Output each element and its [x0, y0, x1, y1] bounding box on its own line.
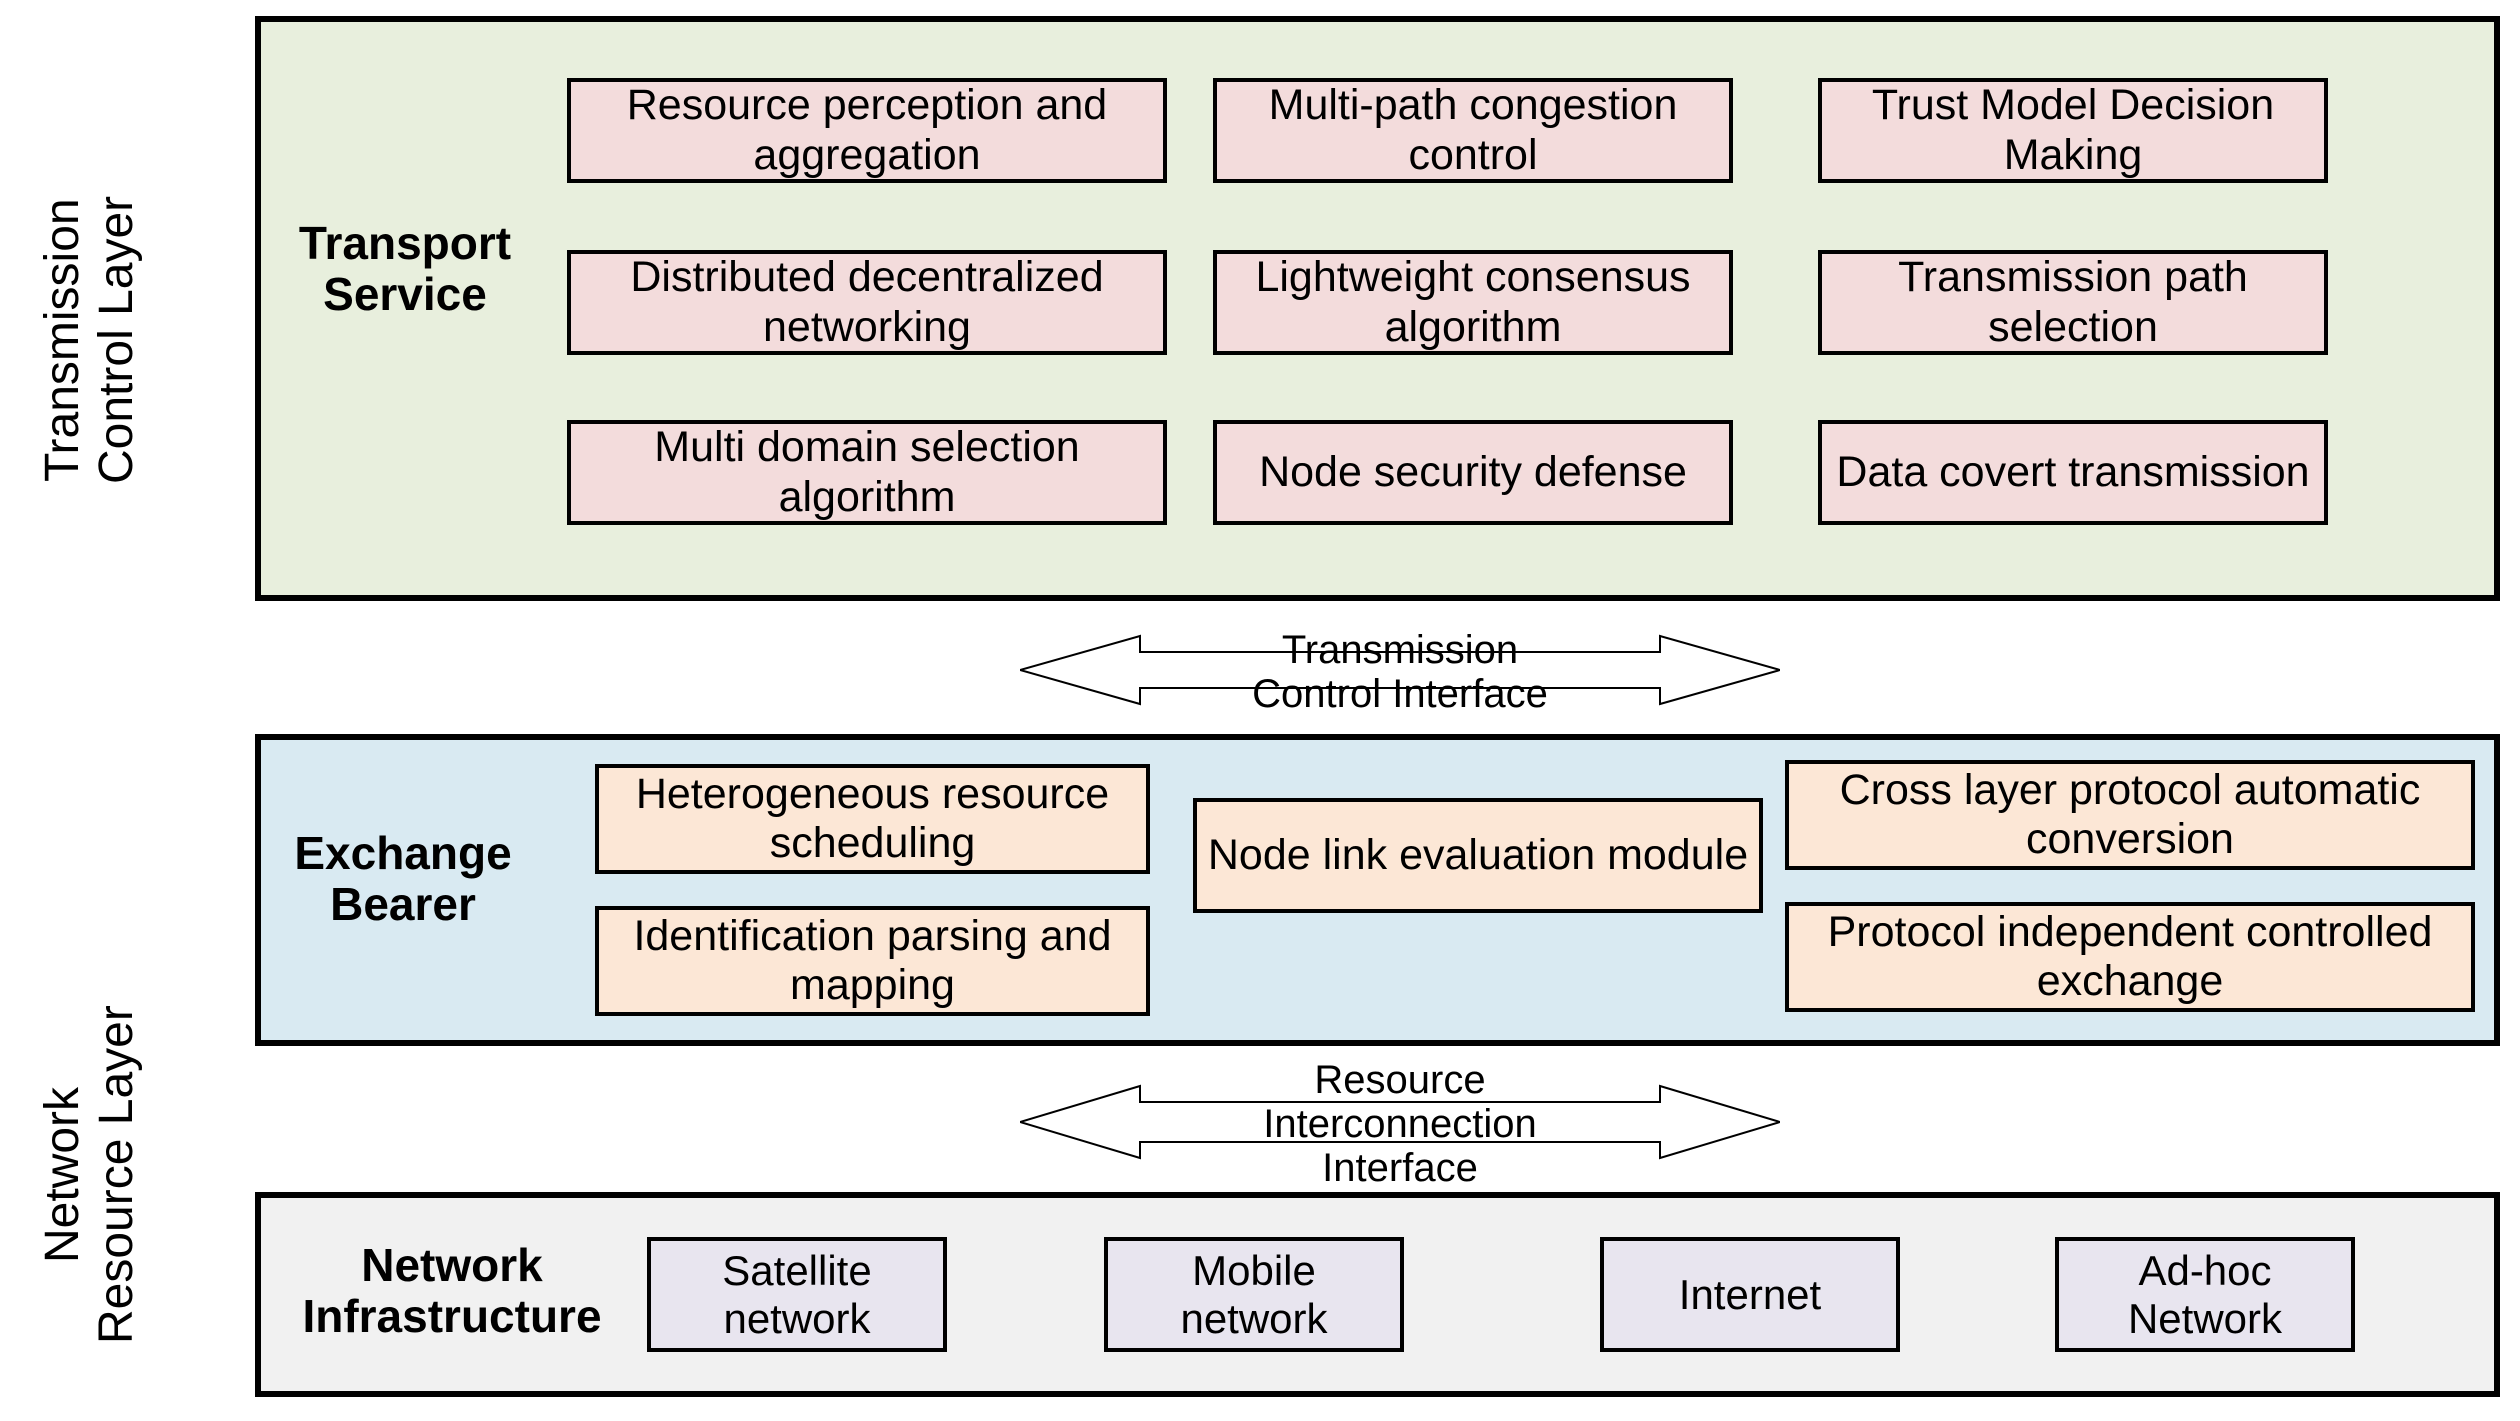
module-heterogeneous-resource-scheduling[interactable]: Heterogeneous resource scheduling [595, 764, 1150, 874]
module-cross-layer-protocol-automatic-conversion[interactable]: Cross layer protocol automatic conversio… [1785, 760, 2475, 870]
transmission-control-interface-connector [1020, 606, 1780, 734]
network-infrastructure-title: Network Infrastructure [302, 1239, 602, 1342]
axis-label-network-resource-layer: Network Resource Layer [36, 1005, 143, 1345]
module-internet[interactable]: Internet [1600, 1237, 1900, 1352]
module-satellite-network[interactable]: Satellite network [647, 1237, 947, 1352]
module-distributed-decentralized-networking[interactable]: Distributed decentralized networking [567, 250, 1167, 355]
exchange-bearer-title: Exchange Bearer [294, 827, 512, 930]
module-node-security-defense[interactable]: Node security defense [1213, 420, 1733, 525]
module-data-covert-transmission[interactable]: Data covert transmission [1818, 420, 2328, 525]
axis-label-transmission-control-layer: Transmission Control Layer [36, 195, 143, 485]
module-resource-perception-and-aggregation[interactable]: Resource perception and aggregation [567, 78, 1167, 183]
module-node-link-evaluation-module[interactable]: Node link evaluation module [1193, 798, 1763, 913]
module-transmission-path-selection[interactable]: Transmission path selection [1818, 250, 2328, 355]
resource-interconnection-interface-connector [1020, 1052, 1780, 1192]
transport-service-title: Transport Service [298, 217, 512, 320]
module-mobile-network[interactable]: Mobile network [1104, 1237, 1404, 1352]
module-lightweight-consensus-algorithm[interactable]: Lightweight consensus algorithm [1213, 250, 1733, 355]
module-adhoc-network[interactable]: Ad-hoc Network [2055, 1237, 2355, 1352]
module-protocol-independent-controlled-exchange[interactable]: Protocol independent controlled exchange [1785, 902, 2475, 1012]
module-multi-path-congestion-control[interactable]: Multi-path congestion control [1213, 78, 1733, 183]
module-multi-domain-selection-algorithm[interactable]: Multi domain selection algorithm [567, 420, 1167, 525]
module-trust-model-decision-making[interactable]: Trust Model Decision Making [1818, 78, 2328, 183]
module-identification-parsing-and-mapping[interactable]: Identification parsing and mapping [595, 906, 1150, 1016]
